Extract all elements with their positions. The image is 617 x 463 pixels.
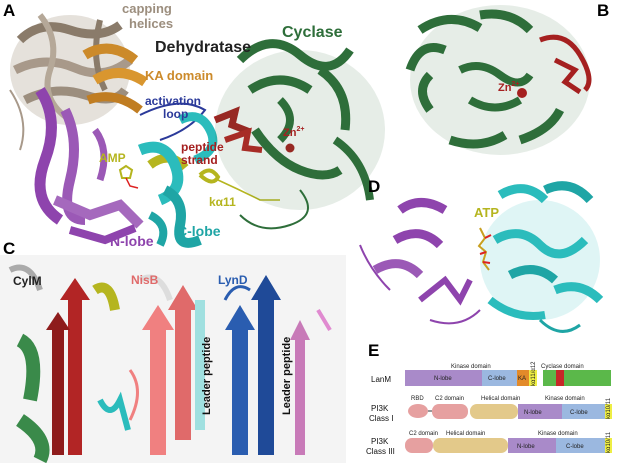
peptide-label-2: strand: [181, 153, 218, 167]
lanm-row: LanM Kinase domain Cyclase domain N-lobe…: [371, 361, 611, 386]
lynd-structure: [223, 275, 332, 455]
pi3k3-ka-box: [605, 438, 612, 453]
leader-peptide-label-1: Leader peptide: [201, 337, 213, 415]
panel-c: C CylM NisB LynD Leader peptide Leader p…: [0, 239, 346, 463]
pi3k3-clobe-label: C-lobe: [566, 444, 584, 450]
pi3k1-helical-box: [470, 404, 518, 419]
pi3k-class1-row: PI3K Class I RBD C2 domain Helical domai…: [369, 396, 612, 423]
lanm-clobe-label: C-lobe: [488, 376, 506, 382]
peptide-strand-structure: [213, 106, 295, 153]
pi3k3-kinase-domain-label: Kinase domain: [538, 431, 578, 437]
zn-label-b: Zn2+: [498, 81, 519, 94]
pi3k1-clobe-label: C-lobe: [570, 410, 588, 416]
pi3k1-ka-label: kα10/11: [606, 397, 612, 419]
lanm-ka-box: [517, 370, 529, 386]
zn-ion: [285, 143, 295, 153]
pi3k3-label-1: PI3K: [371, 437, 389, 446]
ka11-label: kα11: [209, 195, 236, 209]
panel-b: B Zn2+: [405, 1, 609, 155]
atp-ligand: [477, 227, 492, 271]
pi3k3-clobe-box: [556, 438, 605, 453]
pi3k1-clobe-box: [562, 404, 605, 419]
n-lobe-label: N-lobe: [110, 233, 154, 249]
lanm-peptide-box: [556, 370, 564, 386]
nisb-structure: [128, 274, 205, 455]
capping-helices-label-2: helices: [129, 16, 173, 31]
pi3k3-ka-label: kα10/11: [606, 431, 612, 453]
zn-label-a: Zn2+: [283, 126, 304, 139]
lanm-nlobe-label: N-lobe: [434, 376, 452, 382]
pi3k3-helical-label: Helical domain: [446, 431, 485, 437]
d-nlobe-structure: [359, 198, 481, 325]
pi3k1-nlobe-label: N-lobe: [524, 410, 542, 416]
panel-a: A capping helices Dehydratase Cyclase KA…: [3, 1, 385, 249]
lanm-cyclase-domain-label: Cyclase domain: [541, 364, 584, 370]
pi3k3-nlobe-box: [508, 438, 556, 453]
pi3k1-c2-box: [432, 404, 468, 419]
zn-ion-b: [517, 88, 527, 98]
pi3k3-c2-box: [405, 438, 433, 453]
lanm-clobe-box: [482, 370, 517, 386]
lanm-nlobe-box: [405, 370, 482, 386]
lanm-ka11-label: kα11/α12: [531, 361, 537, 386]
n-lobe-structure: [34, 86, 144, 245]
panel-d: D ATP: [359, 177, 604, 333]
ka-domain-label: KA domain: [145, 68, 213, 83]
ka-domain-structure: [82, 43, 148, 114]
amp-label: AMP: [99, 151, 126, 165]
panel-e: E LanM Kinase domain Cyclase domain N-lo…: [366, 341, 612, 456]
cyclase-structure: [215, 39, 385, 230]
panel-e-label: E: [368, 341, 379, 360]
pi3k1-ka-box: [605, 404, 612, 419]
lanm-cyclase-box: [543, 370, 611, 386]
panel-d-label: D: [368, 177, 380, 196]
nisb-label: NisB: [131, 273, 159, 287]
pi3k1-rbd-label: RBD: [411, 396, 424, 402]
pi3k1-helical-label: Helical domain: [481, 396, 520, 402]
activation-label-2: loop: [163, 107, 188, 121]
pi3k1-c2-label: C2 domain: [435, 396, 464, 402]
atp-label: ATP: [474, 205, 499, 220]
pi3k3-label-2: Class III: [366, 447, 395, 456]
c-lobe-structure: [137, 112, 218, 248]
d-clobe-structure: [480, 181, 604, 333]
leader-peptide-label-2: Leader peptide: [281, 337, 293, 415]
pi3k3-c2-label: C2 domain: [409, 431, 438, 437]
lanm-ka-label: KA: [518, 376, 526, 382]
capping-helices-label-1: capping: [122, 1, 172, 16]
panel-a-label: A: [3, 1, 15, 20]
lynd-label: LynD: [218, 273, 248, 287]
lanm-ka11-box: [529, 370, 537, 386]
pi3k1-nlobe-box: [518, 404, 562, 419]
pi3k3-helical-box: [433, 438, 508, 453]
cylm-structure: [8, 264, 131, 463]
panel-b-label: B: [597, 1, 609, 20]
activation-loop-structure: [139, 102, 207, 141]
pi3k1-rbd-box: [408, 404, 428, 418]
amp-ligand: [118, 164, 139, 189]
pi3k3-nlobe-label: N-lobe: [517, 444, 535, 450]
lanm-kinase-domain-label: Kinase domain: [451, 364, 491, 370]
peptide-label-1: peptide: [181, 140, 224, 154]
lanm-label: LanM: [371, 375, 391, 384]
activation-label-1: activation: [145, 94, 201, 108]
pi3k1-label-2: Class I: [369, 414, 393, 423]
cyclase-label: Cyclase: [282, 24, 343, 41]
panel-c-label: C: [3, 239, 15, 258]
cylm-label: CylM: [13, 274, 42, 288]
pi3k1-kinase-domain-label: Kinase domain: [545, 396, 585, 402]
c-lobe-label: C-lobe: [177, 223, 221, 239]
pi3k-class3-row: PI3K Class III C2 domain Helical domain …: [366, 431, 612, 456]
dehydratase-label: Dehydratase: [155, 39, 251, 56]
pi3k1-label-1: PI3K: [371, 404, 389, 413]
